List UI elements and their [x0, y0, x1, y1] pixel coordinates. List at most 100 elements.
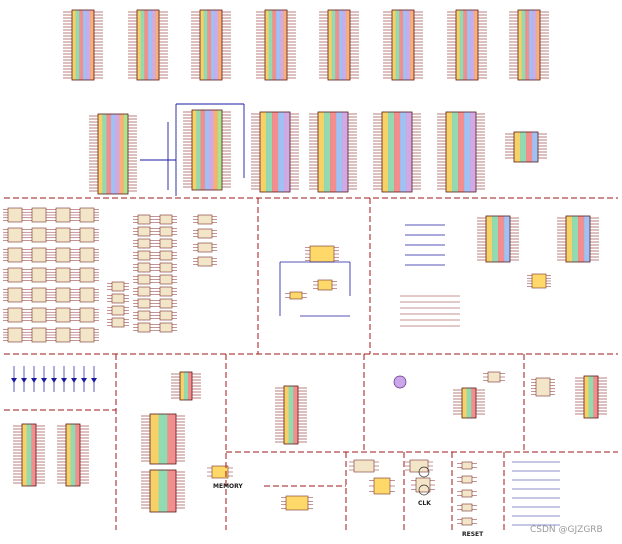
- crystal-icon: [418, 484, 430, 496]
- chip-stripe: [466, 388, 472, 418]
- memory-label: MEMORY: [213, 483, 243, 490]
- chip-stripe: [167, 470, 177, 512]
- chip-stripe: [192, 110, 197, 190]
- interface-chip: [275, 385, 307, 445]
- chip-stripe: [521, 10, 526, 80]
- chip-body: [461, 387, 477, 419]
- chip-stripe: [184, 372, 189, 400]
- chip-body: [191, 109, 223, 191]
- component-layer: [3, 9, 607, 526]
- resistor-array: [193, 256, 217, 267]
- block-body: [317, 279, 333, 291]
- block-body: [137, 262, 151, 273]
- block-body: [137, 250, 151, 261]
- chip-stripe: [458, 112, 465, 192]
- resistor-array: [155, 322, 177, 333]
- resistor-array: [193, 214, 217, 225]
- resistor-array: [133, 214, 155, 225]
- header-chip: [575, 375, 607, 419]
- usb-converter-ic: [313, 279, 337, 291]
- chip-stripe: [140, 10, 145, 80]
- chip-stripe: [470, 112, 477, 192]
- chip-stripe: [79, 10, 84, 80]
- top-connector-chip: [509, 9, 549, 81]
- block-body: [159, 214, 173, 225]
- resistor-array: [107, 293, 129, 304]
- block-body: [55, 287, 71, 303]
- block-body: [137, 310, 151, 321]
- chip-body: [317, 111, 349, 193]
- block-body: [535, 377, 551, 397]
- chip-stripe: [526, 132, 533, 162]
- sheet-frame: [4, 4, 618, 534]
- second-row-chip: [183, 109, 231, 191]
- chip-stripe: [532, 132, 539, 162]
- block-body: [55, 327, 71, 343]
- chip-stripe: [214, 10, 219, 80]
- chip-stripe: [532, 10, 537, 80]
- block-body: [31, 227, 47, 243]
- memory-chip: [141, 413, 185, 465]
- chip-body: [259, 111, 291, 193]
- chip-stripe: [514, 132, 521, 162]
- chip-stripe: [90, 10, 95, 80]
- reset-switch: [457, 475, 477, 484]
- block-body: [55, 267, 71, 283]
- reset-label: RESET: [462, 531, 484, 538]
- chip-stripe: [217, 110, 223, 190]
- chip-stripe: [188, 372, 193, 400]
- chip-stripe: [406, 10, 411, 80]
- chip-stripe: [588, 376, 594, 418]
- resistor-array: [75, 287, 99, 303]
- resistor-array: [3, 247, 27, 263]
- chip-stripe: [268, 10, 273, 80]
- block-body: [79, 267, 95, 283]
- block-body: [7, 227, 23, 243]
- block-body: [31, 327, 47, 343]
- chip-stripe: [102, 114, 107, 194]
- block-body: [309, 245, 335, 263]
- chip-stripe: [498, 216, 505, 262]
- chip-stripe: [75, 424, 81, 486]
- chip-stripe: [106, 114, 112, 194]
- chip-stripe: [211, 10, 215, 80]
- resistor-array: [27, 307, 51, 323]
- chip-stripe: [520, 132, 527, 162]
- top-connector-chip: [191, 9, 231, 81]
- resistor-array: [27, 227, 51, 243]
- block-body: [31, 207, 47, 223]
- top-connector-chip: [128, 9, 168, 81]
- chip-stripe: [213, 110, 219, 190]
- chip-stripe: [410, 10, 415, 80]
- chip-stripe: [218, 10, 223, 80]
- chip-stripe: [86, 10, 91, 80]
- block-body: [31, 267, 47, 283]
- chip-stripe: [72, 10, 76, 80]
- chip-stripe: [572, 216, 579, 262]
- chip-body: [583, 375, 599, 419]
- chip-stripe: [470, 10, 475, 80]
- chip-stripe: [110, 114, 116, 194]
- chip-body: [149, 413, 177, 465]
- chip-stripe: [22, 424, 27, 486]
- resistor-array: [193, 242, 217, 253]
- chip-stripe: [283, 10, 288, 80]
- block-body: [197, 214, 213, 225]
- chip-body: [381, 111, 413, 193]
- chip-body: [65, 423, 81, 487]
- block-body: [79, 327, 95, 343]
- resistor-array: [3, 307, 27, 323]
- chip-stripe: [462, 388, 467, 418]
- block-body: [7, 207, 23, 223]
- block-body: [159, 322, 173, 333]
- block-body: [137, 322, 151, 333]
- block-body: [159, 298, 173, 309]
- resistor-array: [155, 214, 177, 225]
- chip-stripe: [452, 112, 459, 192]
- second-row-chip: [309, 111, 357, 193]
- resistor-array: [27, 247, 51, 263]
- resistor-array: [27, 267, 51, 283]
- resistor-array: [75, 247, 99, 263]
- usb-converter-ic: [285, 291, 307, 300]
- chip-stripe: [115, 114, 120, 194]
